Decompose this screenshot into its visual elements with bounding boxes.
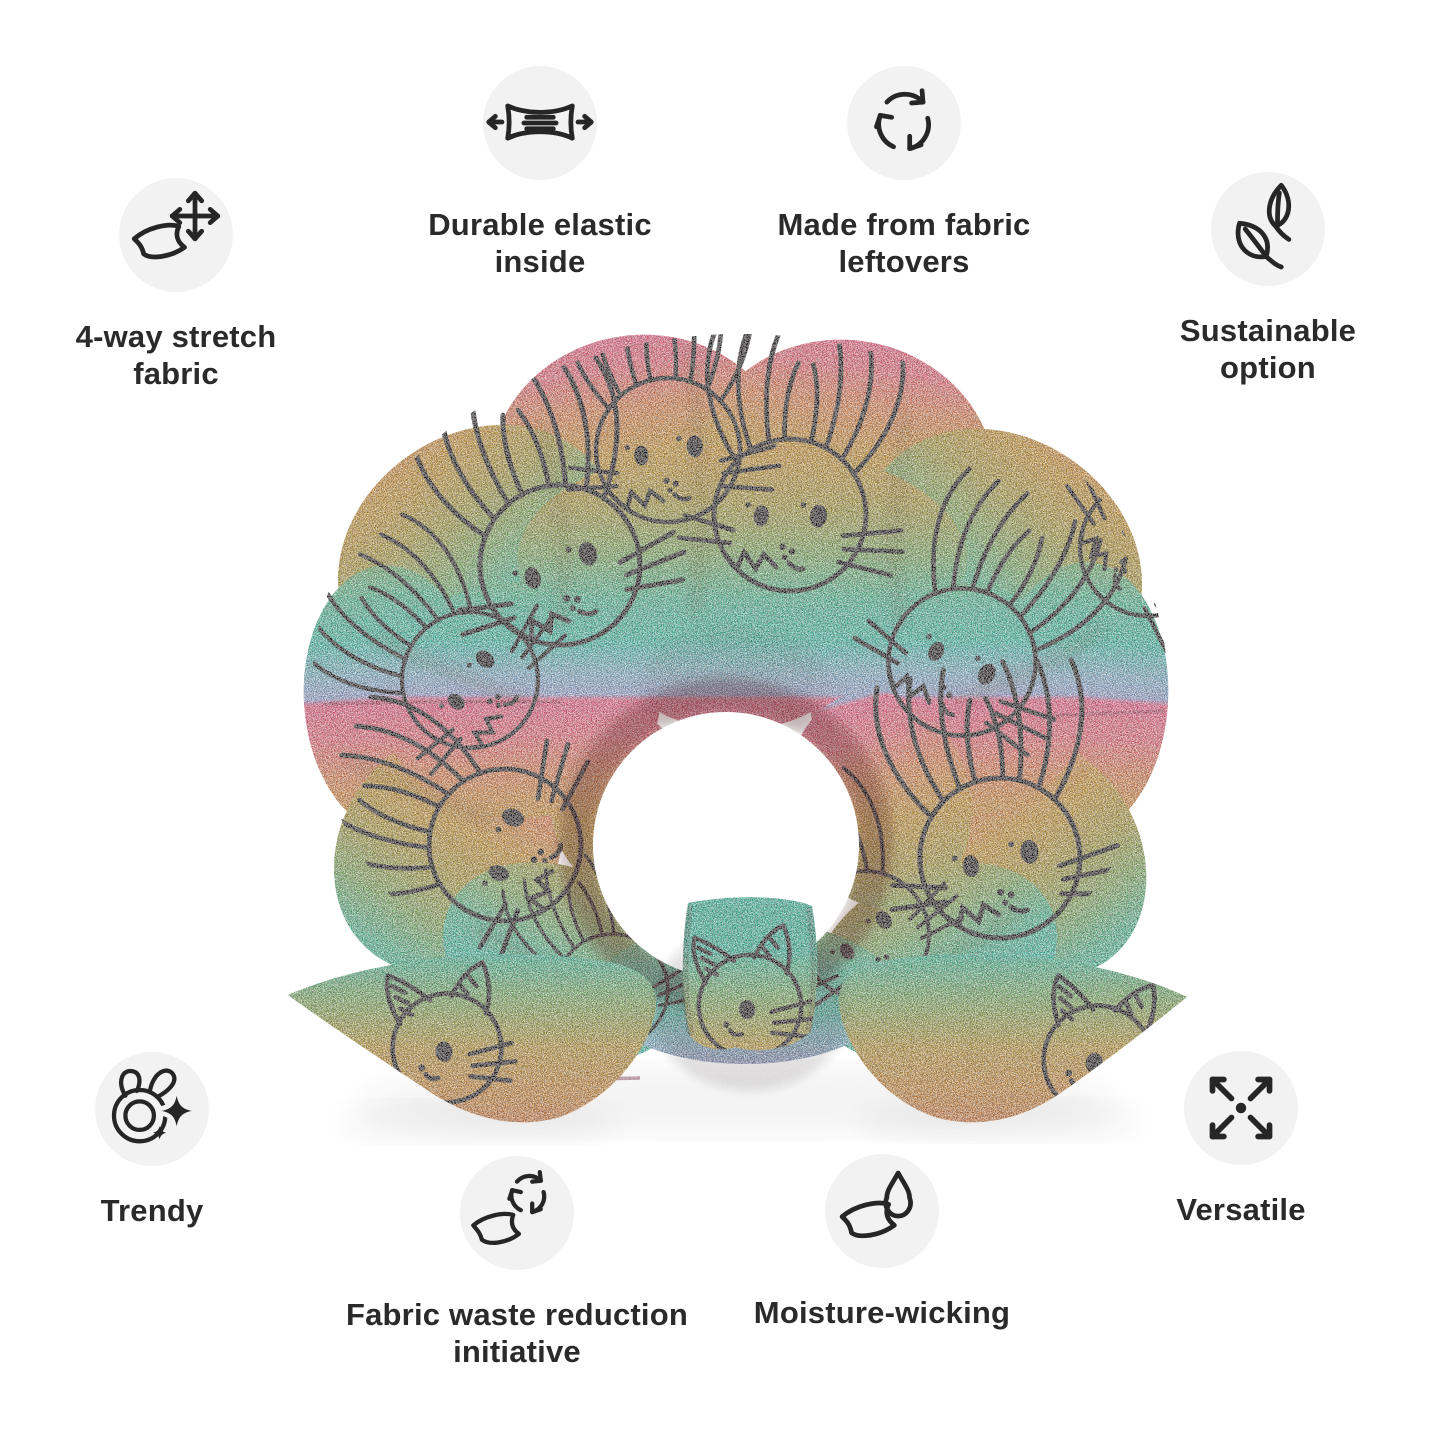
feature-waste-reduction: Fabric waste reduction initiative [327,1156,707,1370]
leaves-icon [1211,172,1325,286]
feature-label: Fabric waste reduction initiative [345,1297,689,1369]
feature-versatile: Versatile [1141,1051,1341,1228]
feature-moisture-wicking: Moisture-wicking [722,1154,1042,1331]
feature-label: Made from fabric leftovers [777,207,1031,279]
feature-label: Versatile [1176,1192,1306,1227]
feature-fabric-leftovers: Made from fabric leftovers [754,66,1054,280]
feature-label: Durable elastic inside [428,207,652,279]
feature-trendy: Trendy [52,1052,252,1229]
stretch-4way-icon [119,178,233,292]
feature-4way-stretch: 4-way stretch fabric [51,178,301,392]
feature-label: Trendy [100,1193,204,1228]
feature-label: Sustainable option [1179,313,1357,385]
recycle-arrows-icon [847,66,961,180]
feature-sustainable: Sustainable option [1163,172,1373,386]
feature-label: 4-way stretch fabric [75,319,277,391]
fabric-waterdrop-icon [825,1154,939,1268]
expand-arrows-icon [1184,1051,1298,1165]
feature-durable-elastic: Durable elastic inside [410,66,670,280]
feature-label: Moisture-wicking [753,1295,1011,1330]
fabric-recycle-icon [460,1156,574,1270]
elastic-band-icon [483,66,597,180]
scrunchie-sparkle-icon [95,1052,209,1166]
